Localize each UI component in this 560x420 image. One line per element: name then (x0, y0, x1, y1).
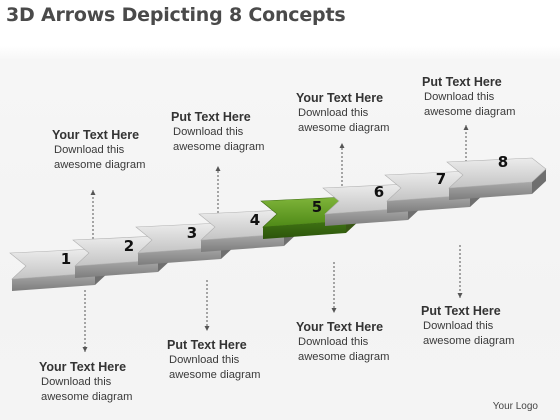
connector-arrowhead (339, 143, 345, 148)
callout-text: awesome diagram (41, 391, 133, 403)
callout-heading: Put Text Here (421, 304, 501, 318)
callout-text: Download this (424, 91, 495, 103)
callout-heading: Put Text Here (167, 338, 247, 352)
callout-heading: Put Text Here (422, 75, 502, 89)
arrow-number: 8 (498, 153, 508, 171)
arrow-number: 6 (374, 183, 384, 201)
arrow-top-face (446, 157, 547, 189)
arrow-side-face (532, 169, 546, 194)
connector-arrowhead (204, 326, 210, 331)
slide-title: 3D Arrows Depicting 8 Concepts (6, 4, 346, 26)
callout-text: Download this (298, 336, 369, 348)
connector-arrowhead (457, 293, 463, 298)
callout-bottom-4: Put Text Here Download this awesome diag… (421, 303, 514, 349)
callout-text: Download this (169, 354, 240, 366)
callout-heading: Your Text Here (39, 360, 127, 374)
callout-top-1: Your Text Here Download this awesome dia… (52, 127, 145, 173)
arrow-number: 1 (61, 250, 71, 268)
arrow-number: 5 (312, 198, 322, 216)
callout-text: Download this (41, 376, 112, 388)
callout-top-3: Your Text Here Download this awesome dia… (296, 90, 389, 136)
callout-heading: Put Text Here (171, 110, 251, 124)
callout-text: awesome diagram (169, 369, 261, 381)
arrow-number: 4 (250, 211, 260, 229)
callout-text: awesome diagram (54, 159, 146, 171)
callout-text: Download this (54, 144, 125, 156)
callout-text: Download this (423, 320, 494, 332)
callout-text: awesome diagram (298, 122, 390, 134)
callout-text: awesome diagram (423, 335, 515, 347)
arrow-step-8: 8 (446, 153, 547, 200)
arrow-number: 7 (436, 170, 446, 188)
connector-arrowhead (82, 347, 88, 352)
callout-heading: Your Text Here (296, 91, 384, 105)
callout-bottom-3: Your Text Here Download this awesome dia… (296, 319, 389, 365)
connector-arrowhead (331, 308, 337, 313)
callout-heading: Your Text Here (52, 128, 140, 142)
callout-bottom-1: Your Text Here Download this awesome dia… (39, 359, 132, 405)
callout-heading: Your Text Here (296, 320, 384, 334)
callout-text: Download this (298, 107, 369, 119)
logo-text: Your Logo (492, 401, 538, 412)
arrow-number: 3 (187, 224, 197, 242)
callout-text: awesome diagram (298, 351, 390, 363)
connector-arrowhead (215, 166, 221, 171)
callout-top-4: Put Text Here Download this awesome diag… (422, 74, 515, 120)
callout-top-2: Put Text Here Download this awesome diag… (171, 109, 264, 155)
arrow-number: 2 (124, 237, 134, 255)
callout-text: awesome diagram (424, 106, 516, 118)
connector-arrowhead (90, 190, 96, 195)
callout-text: awesome diagram (173, 141, 265, 153)
callout-text: Download this (173, 126, 244, 138)
callout-bottom-2: Put Text Here Download this awesome diag… (167, 337, 260, 383)
connector-arrowhead (463, 125, 469, 130)
